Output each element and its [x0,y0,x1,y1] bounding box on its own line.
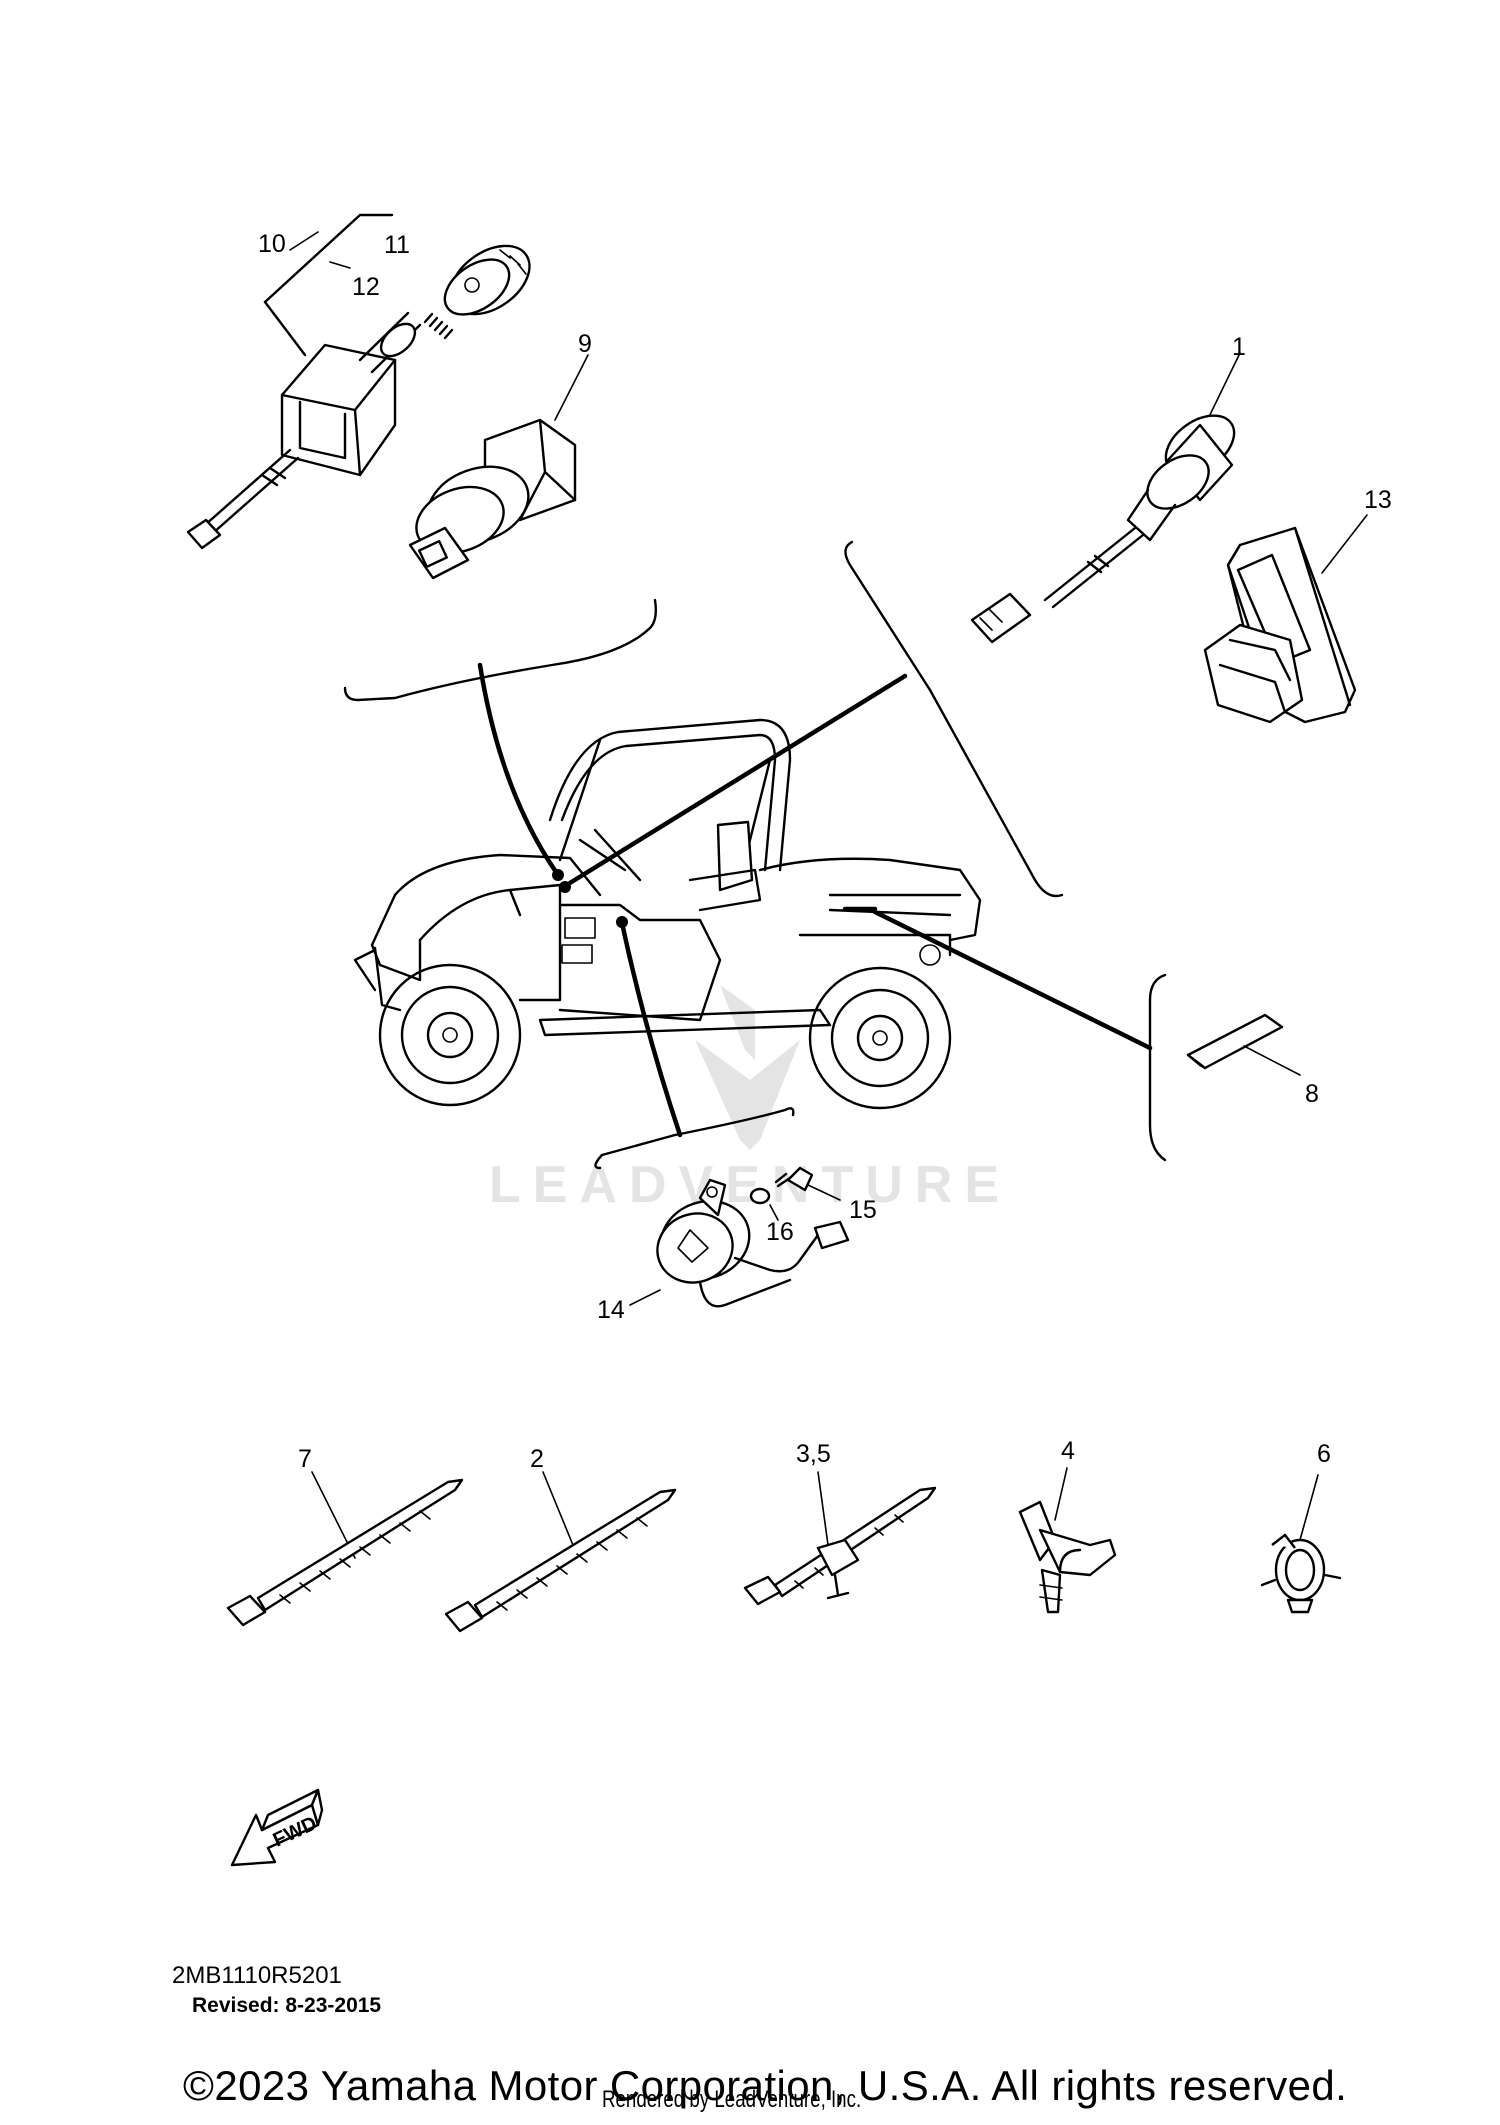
part-14-buzzer[interactable] [629,1178,850,1308]
leadventure-watermark: LEADVENTURE [489,985,1011,1214]
callout-12: 12 [352,273,380,301]
callout-13: 13 [1364,486,1392,514]
callout-4: 4 [1061,1437,1075,1465]
watermark-text: LEADVENTURE [489,1156,1011,1214]
callout-15: 15 [849,1196,877,1224]
part-3-5-cable-tie-clip[interactable] [743,1471,937,1606]
part-15-bolt[interactable] [774,1166,841,1201]
part-10-switch-assembly[interactable] [186,213,542,550]
part-16-washer[interactable] [749,1187,779,1221]
copyright-notice: ©2023 Yamaha Motor Corporation, U.S.A. A… [183,2062,1348,2109]
callout-11: 11 [384,231,410,259]
callout-9: 9 [578,330,592,358]
diagram-code: 2MB1110R5201 [172,1962,342,1989]
rendered-by-credit: Rendered by LeadVenture, Inc. [602,2086,862,2113]
callout-14: 14 [597,1296,625,1324]
revised-date: Revised: 8-23-2015 [192,1994,382,2017]
callout-6: 6 [1317,1440,1331,1468]
callout-1: 1 [1232,333,1246,361]
part-2-cable-tie[interactable] [444,1471,677,1633]
fwd-arrow-icon: FWD [230,1788,324,1867]
part-9-switch[interactable] [407,354,589,580]
part-4-clamp[interactable] [1018,1467,1117,1614]
callout-7: 7 [298,1445,312,1473]
callout-10: 10 [258,230,286,258]
leader-lines [343,540,1167,1170]
part-13-panel[interactable] [1203,514,1368,724]
callout-2: 2 [530,1445,544,1473]
callout-3-5: 3,5 [796,1440,831,1468]
part-6-clip[interactable] [1260,1474,1342,1614]
callout-8: 8 [1305,1080,1319,1108]
part-1-socket[interactable] [970,352,1245,644]
part-7-cable-tie[interactable] [226,1471,464,1627]
part-8-pad[interactable] [1186,1013,1301,1076]
vehicle-illustration [353,718,982,1110]
callout-16: 16 [766,1218,794,1246]
